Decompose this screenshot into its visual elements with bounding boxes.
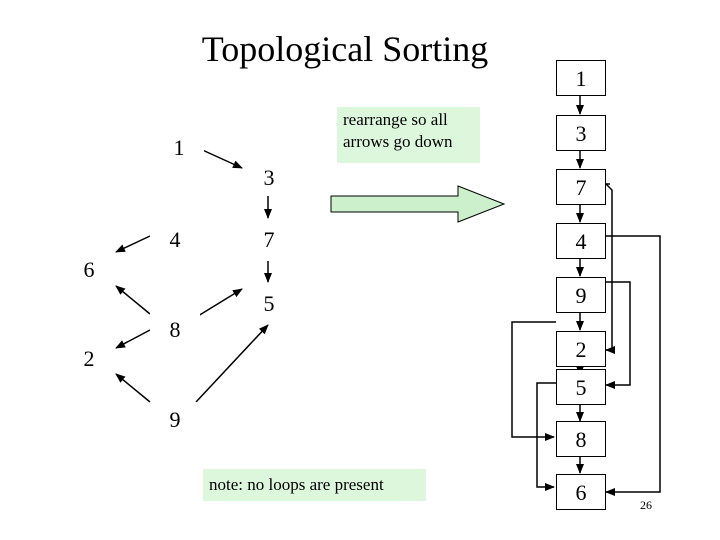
graph-node-9: 9 [150, 402, 200, 438]
edge-8-to-2 [195, 324, 269, 403]
edge-9-to-2 [115, 373, 151, 403]
sorted-node-1: 1 [556, 60, 606, 96]
sorted-node-7: 7 [556, 169, 606, 205]
sorted-edge-3-to-8-bypass [511, 321, 556, 441]
sorted-node-8: 8 [556, 421, 606, 457]
graph-node-2: 2 [64, 341, 114, 377]
sorted-node-6: 6 [556, 474, 606, 510]
rearrange-note: rearrange so all arrows go down [337, 107, 480, 163]
sorted-edge-9-to-5-bypass [605, 281, 631, 389]
sorted-node-5: 5 [556, 369, 606, 405]
edge-4-to-6 [115, 235, 151, 253]
edge-8-to-6 [115, 285, 151, 315]
sorted-node-9: 9 [556, 277, 606, 313]
graph-node-8: 8 [150, 312, 200, 348]
graph-node-5: 5 [244, 286, 294, 322]
slide-title: Topological Sorting [201, 29, 489, 69]
sorted-edge-4-to-6-bypass [605, 235, 661, 496]
sorted-node-3: 3 [556, 115, 606, 151]
graph-node-7: 7 [244, 222, 294, 258]
edge-7-to-5 [197, 288, 243, 317]
loops-note: note: no loops are present [203, 469, 426, 501]
edge-1-to-3 [197, 147, 243, 169]
graph-node-1: 1 [154, 130, 204, 166]
sorted-node-4: 4 [556, 223, 606, 259]
sorted-edge-2-to-6-bypass [536, 382, 556, 491]
page-number: 26 [640, 498, 652, 512]
edge-5-to-9 [115, 329, 151, 349]
graph-node-4: 4 [150, 222, 200, 258]
graph-node-3: 3 [244, 160, 294, 196]
graph-node-6: 6 [64, 252, 114, 288]
rearrange-arrow [330, 185, 506, 223]
sorted-node-2: 2 [556, 331, 606, 367]
sorted-edge-7-to-5-bypass [605, 183, 615, 354]
